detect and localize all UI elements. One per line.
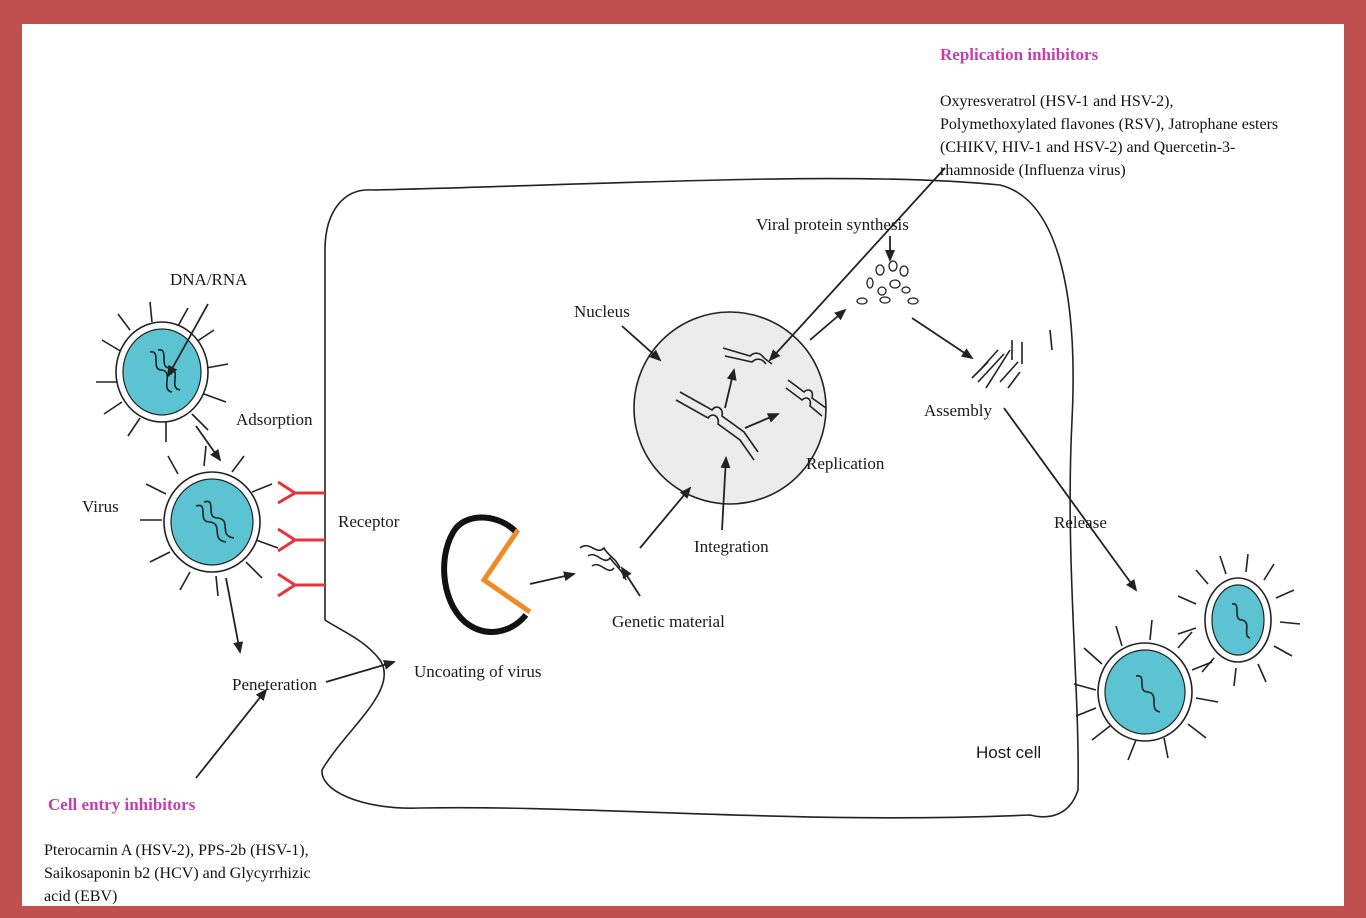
label-integration: Integration [694, 537, 769, 556]
replication-inhibitors-title: Replication inhibitors [940, 45, 1099, 64]
arrow-integration [720, 456, 731, 531]
arrow-to-assembly [911, 317, 974, 360]
host-cell-membrane [321, 177, 1079, 819]
arrow-nucleus-up [724, 368, 737, 409]
arrow-adsorption [195, 425, 222, 462]
open-capsid-icon [441, 514, 529, 635]
arrow-nucleus-right [744, 413, 780, 429]
label-nucleus: Nucleus [574, 302, 630, 321]
label-host-cell: Host cell [976, 743, 1041, 762]
label-assembly: Assembly [924, 401, 993, 420]
cell-entry-inhibitors-line-3: acid (EBV) [44, 888, 117, 905]
genetic-material-icon [579, 544, 627, 581]
label-release: Release [1054, 513, 1107, 532]
label-virus: Virus [82, 497, 119, 516]
assembly-icon [971, 340, 1023, 389]
arrow-to-penetration [225, 577, 244, 654]
arrow-replication-inhibitor [768, 167, 946, 362]
cell-entry-inhibitors-title: Cell entry inhibitors [48, 795, 196, 814]
virus-icon-released-2 [1177, 553, 1301, 687]
virus-icon-released-1 [1073, 619, 1219, 761]
arrow-cell-entry-inhibitor [195, 688, 268, 779]
replication-inhibitors-line-2: Polymethoxylated flavones (RSV), Jatroph… [940, 116, 1278, 133]
virus-icon-middle [140, 445, 279, 597]
arrow-release [1003, 407, 1138, 592]
arrow-to-protein [809, 308, 847, 341]
arrow-nucleus-label [621, 325, 662, 362]
replication-inhibitors-line-1: Oxyresveratrol (HSV-1 and HSV-2), [940, 93, 1173, 110]
virus-icon-top [96, 301, 229, 442]
membrane-notch [1049, 329, 1053, 351]
cell-entry-inhibitors-line-2: Saikosaponin b2 (HCV) and Glycyrrhizic [44, 865, 311, 882]
replication-inhibitors-line-4: rhamnoside (Influenza virus) [940, 162, 1126, 179]
label-receptor: Receptor [338, 512, 400, 531]
dna-strands-icon [675, 347, 827, 461]
nucleus [633, 311, 827, 505]
label-genetic-material: Genetic material [612, 612, 725, 631]
arrow-to-nucleus [639, 486, 692, 549]
label-replication: Replication [806, 454, 885, 473]
arrow-uncoating [529, 571, 576, 585]
arrow-dna-rna [167, 303, 209, 378]
capsid-orange-icon [480, 528, 532, 615]
receptor-icon [277, 480, 325, 598]
label-viral-protein-synthesis: Viral protein synthesis [756, 215, 909, 234]
arrow-penetration-to-uncoating [325, 660, 396, 683]
label-adsorption: Adsorption [236, 410, 313, 429]
arrow-genetic-material [620, 566, 641, 597]
replication-inhibitors-line-3: (CHIKV, HIV-1 and HSV-2) and Quercetin-3… [940, 139, 1235, 156]
label-dna-rna: DNA/RNA [170, 270, 248, 289]
label-peneteration: Peneteration [232, 675, 317, 694]
label-uncoating: Uncoating of virus [414, 662, 541, 681]
viral-proteins-icon [856, 260, 919, 305]
cell-entry-inhibitors-line-1: Pterocarnin A (HSV-2), PPS-2b (HSV-1), [44, 842, 309, 859]
